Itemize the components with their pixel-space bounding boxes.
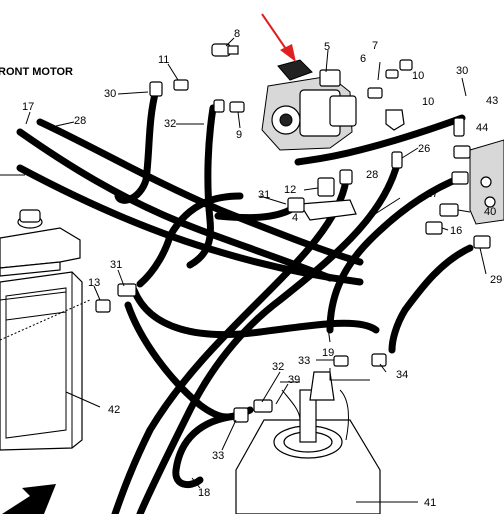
hydraulic-pump [261,59,357,151]
hose-31-center [214,206,294,222]
callout-10-upper: 10 [412,70,424,82]
hose-32 [186,104,217,269]
highlight-arrow [261,13,296,62]
callout-10-lower: 10 [422,96,434,108]
callout-16: 16 [450,225,462,237]
callout-9: 9 [236,129,242,141]
fitting-13 [95,299,111,313]
callout-34: 34 [396,369,408,381]
hose-17-upper [16,128,334,282]
callout-13: 13 [88,277,100,289]
hose-17-right [326,174,464,334]
valve-block-43 [453,117,504,225]
callout-4: 4 [292,212,298,224]
hose-28-upper [36,118,364,266]
fitting-9 [213,99,245,113]
callout-33-upper: 33 [298,355,310,367]
callout-19: 19 [322,347,334,359]
fitting-11 [149,79,189,97]
valve-block-4 [298,169,357,221]
fitting-6 [385,69,399,79]
hose-lower-left [124,301,254,421]
leader-lines [25,37,487,489]
hose-28-lower [111,176,350,514]
fitting-10-upper [367,87,383,99]
fitting-17 [451,171,469,185]
fitting-31-center [287,197,305,213]
front-direction-arrow [2,484,56,514]
callout-28-upper: 28 [74,115,86,127]
callout-26: 26 [418,143,430,155]
callout-43: 43 [486,95,498,107]
fitting-33-lower [233,407,249,423]
callout-17-upper: 17 [22,101,34,113]
hose-19 [130,286,380,339]
callout-33-lower: 33 [212,450,224,462]
fitting-26-end [391,151,403,169]
fitting-8 [211,43,239,57]
callout-30-right: 30 [456,65,468,77]
callout-40: 40 [484,206,496,218]
callout-12: 12 [284,184,296,196]
fitting-34 [371,353,387,367]
callout-30-left: 30 [104,88,116,100]
hose-26 [136,164,400,514]
radiator-assembly [0,209,101,451]
callout-11: 11 [158,54,169,66]
fitting-7 [399,59,413,71]
hose-29 [388,244,474,354]
callout-29: 29 [490,274,502,286]
hose-30-left [114,86,160,204]
hose-31-lower [136,192,244,288]
callout-31-left: 31 [110,259,122,271]
callout-44: 44 [476,122,488,134]
callout-31-center: 31 [258,189,270,201]
callout-28-lower: 28 [366,169,378,181]
callout-6: 6 [360,53,366,65]
motor-base-41 [235,368,418,514]
callout-7: 7 [372,40,378,52]
callout-39: 39 [288,374,300,386]
fitting-29 [473,235,491,249]
callout-32-lower: 32 [272,361,284,373]
callout-18: 18 [198,487,210,499]
fitting-40 [439,203,459,217]
front-motor-title: RONT MOTOR [0,66,73,78]
callout-17-right: 17 [426,188,438,200]
callout-8: 8 [234,28,240,40]
callout-5: 5 [324,41,330,53]
hose-lower-diagonal [16,164,364,286]
callout-32-upper: 32 [164,118,176,130]
fitting-31-left [117,283,137,297]
fitting-33-upper [333,355,349,367]
callout-41: 41 [424,497,436,509]
hose-18 [172,412,240,489]
hose-30-right [294,114,466,166]
callout-42: 42 [108,404,120,416]
fitting-16 [425,221,443,235]
fitting-32-lower [253,399,273,413]
fitting-10-lower [385,109,405,131]
